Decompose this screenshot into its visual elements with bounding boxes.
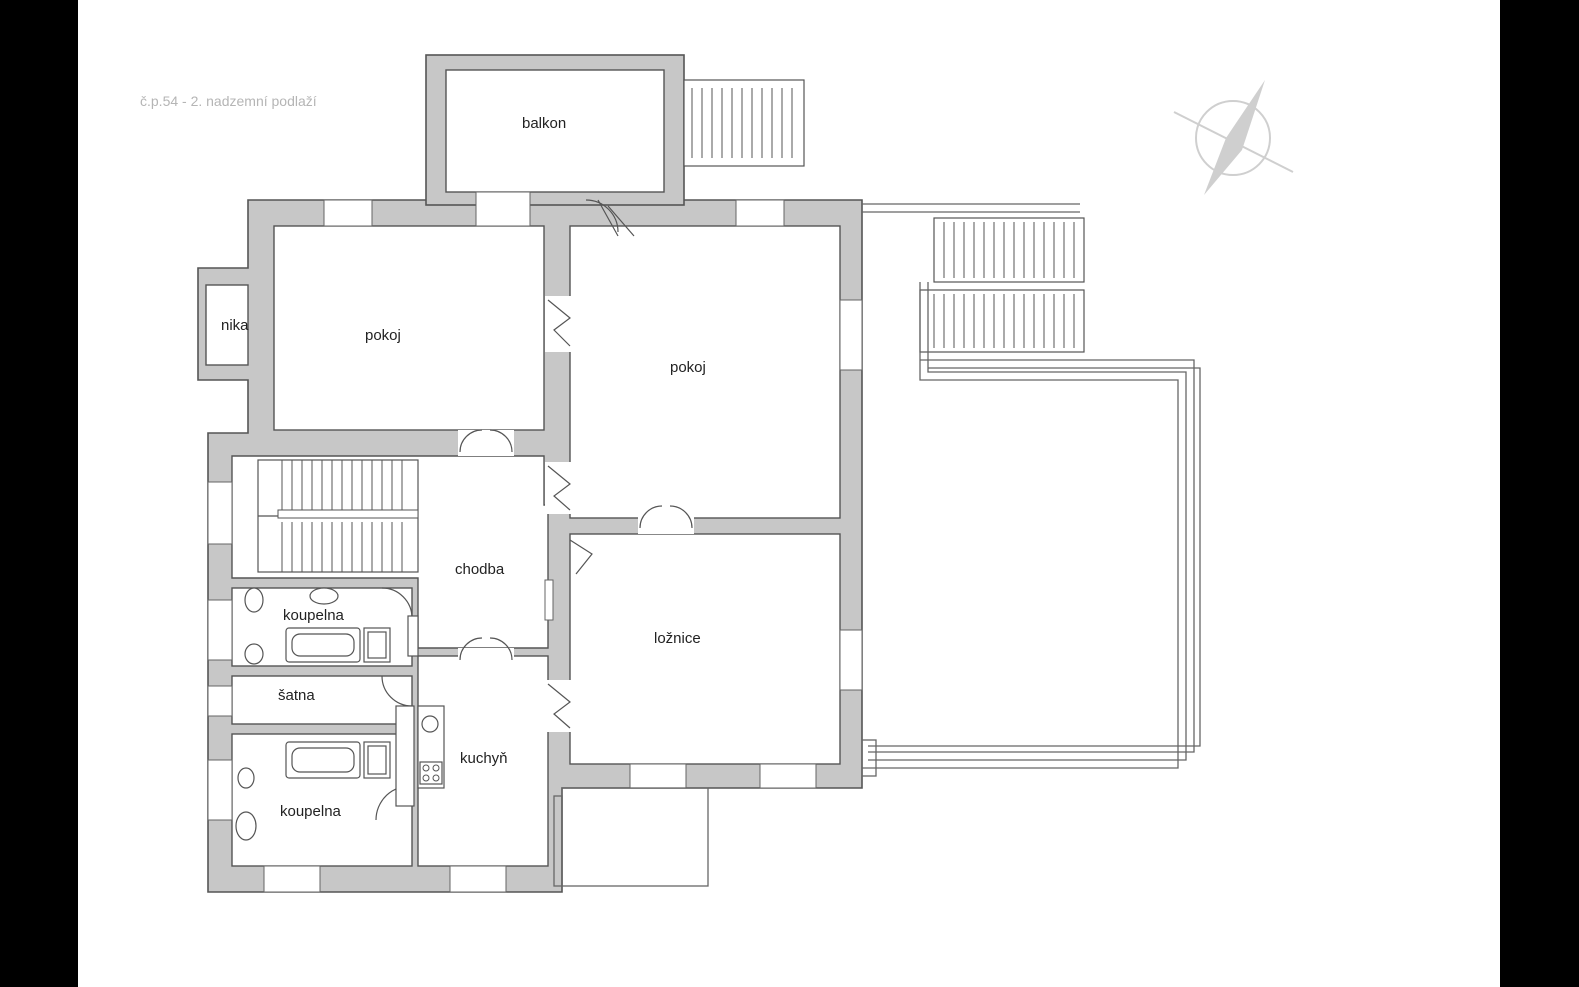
sink-1 xyxy=(309,587,339,605)
satna-space xyxy=(231,675,413,725)
room-label-nika: nika xyxy=(221,317,249,334)
lower-annex xyxy=(553,787,709,887)
room-label-satna: šatna xyxy=(278,687,315,704)
loznice-space xyxy=(569,533,841,765)
balcony-steps xyxy=(683,79,805,167)
balkon-space xyxy=(445,69,665,193)
doors xyxy=(375,199,694,821)
kitchen-cabinet xyxy=(395,705,415,807)
pokoj-1-space xyxy=(273,225,545,431)
room-label-pokoj-2: pokoj xyxy=(670,359,706,376)
compass-north-arrow-icon xyxy=(1173,80,1294,195)
staircase xyxy=(257,459,419,573)
pokoj-2-space xyxy=(569,225,841,519)
room-label-koupelna-1: koupelna xyxy=(283,607,345,624)
terrace xyxy=(861,203,1201,777)
plan-title: č.p.54 - 2. nadzemní podlaží xyxy=(140,93,317,109)
room-spaces xyxy=(205,69,841,867)
toilet-2 xyxy=(235,811,257,841)
kitchen-stove xyxy=(419,761,443,785)
floor-plan-drawing: č.p.54 - 2. nadzemní podlaží xyxy=(140,54,1294,893)
room-label-koupelna-2: koupelna xyxy=(280,803,342,820)
room-label-kuchyn: kuchyň xyxy=(460,750,508,767)
sanitary-fixtures xyxy=(235,587,445,841)
room-labels: balkon nika pokoj pokoj chodba koupelna … xyxy=(221,115,706,820)
room-label-chodba: chodba xyxy=(455,561,505,578)
room-label-balkon: balkon xyxy=(522,115,566,132)
kitchen-sink xyxy=(421,715,439,733)
room-label-pokoj-1: pokoj xyxy=(365,327,401,344)
bidet-1 xyxy=(244,643,264,665)
bidet-2 xyxy=(237,767,255,789)
toilet-1 xyxy=(244,587,264,613)
room-label-loznice: ložnice xyxy=(654,630,701,647)
floor-plan-sheet: č.p.54 - 2. nadzemní podlaží xyxy=(78,0,1500,987)
windows xyxy=(207,191,863,893)
nika-space xyxy=(205,284,249,366)
